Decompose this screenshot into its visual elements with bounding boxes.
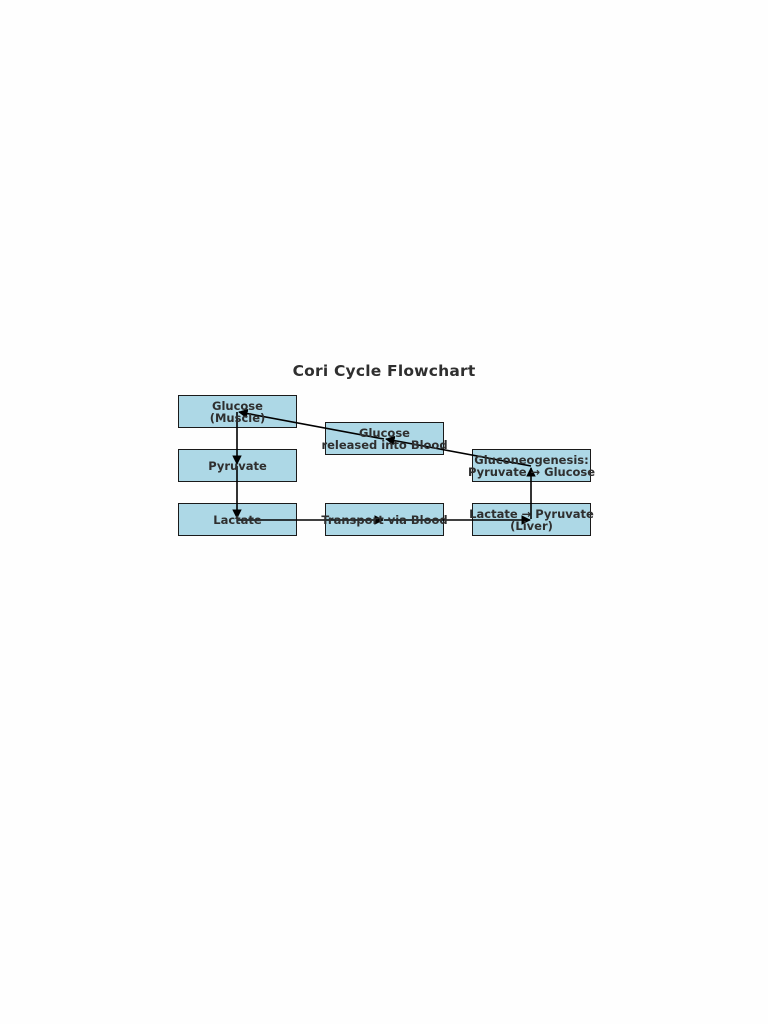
label-line: (Muscle) xyxy=(209,410,266,425)
node-gluconeogenesis-label: Gluconeogenesis: Pyruvate → Glucose xyxy=(468,454,595,478)
node-lactate-label: Lactate xyxy=(213,514,261,526)
diagram-title: Cori Cycle Flowchart xyxy=(292,362,476,380)
label-line: (Liver) xyxy=(510,518,553,533)
node-transport-label: Transport via Blood xyxy=(321,514,447,526)
label-line: released into Blood xyxy=(321,437,448,452)
label-line: Glucose xyxy=(212,398,263,413)
node-lactate-pyruvate-liver-label: Lactate → Pyruvate (Liver) xyxy=(469,508,594,532)
label-line: Lactate xyxy=(213,512,262,527)
node-glucose-blood-label: Glucose released into Blood xyxy=(321,427,447,451)
node-pyruvate-label: Pyruvate xyxy=(208,460,267,472)
label-line: Pyruvate xyxy=(208,458,267,473)
label-line: Transport via Blood xyxy=(321,512,448,527)
node-glucose-muscle-label: Glucose (Muscle) xyxy=(210,400,266,424)
label-line: Pyruvate → Glucose xyxy=(467,464,596,479)
